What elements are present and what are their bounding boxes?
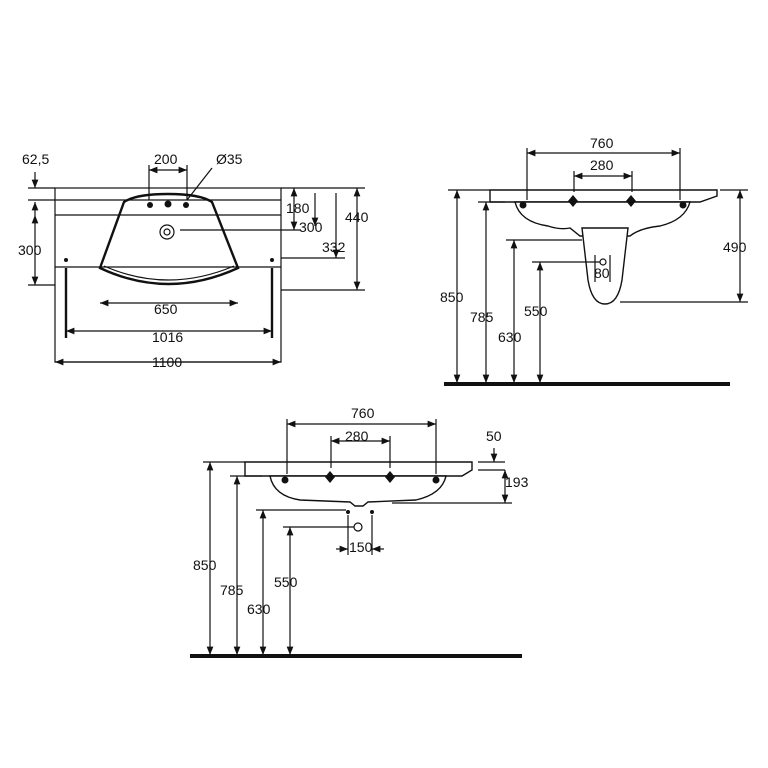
top-view-basin — [98, 192, 240, 286]
front-dim-150: 150 — [349, 539, 373, 555]
tap-hole-center — [164, 200, 172, 208]
front-basin — [269, 475, 447, 507]
top-dim-1016: 1016 — [152, 329, 183, 345]
top-dim-35: Ø35 — [216, 151, 243, 167]
top-dim-332: 332 — [322, 239, 346, 255]
side-dim-490: 490 — [723, 239, 747, 255]
side-dim-280: 280 — [590, 157, 614, 173]
top-dim-300-right: 300 — [299, 219, 323, 235]
front-dim-630: 630 — [247, 601, 271, 617]
top-dim-300-left: 300 — [18, 242, 42, 258]
top-dim-62-5: 62,5 — [22, 151, 49, 167]
top-dim-650: 650 — [154, 301, 178, 317]
drain-hole — [159, 224, 175, 240]
side-dim-80: 80 — [594, 265, 610, 281]
front-dim-280: 280 — [345, 428, 369, 444]
front-countertop — [244, 461, 473, 477]
front-dim-785: 785 — [220, 582, 244, 598]
front-dim-760: 760 — [351, 405, 375, 421]
top-dim-1100: 1100 — [152, 354, 182, 370]
tap-hole-right — [183, 202, 189, 208]
tap-hole-left — [147, 202, 153, 208]
top-dim-440: 440 — [345, 209, 369, 225]
side-dim-550: 550 — [524, 303, 548, 319]
side-dim-760: 760 — [590, 135, 614, 151]
top-dim-180: 180 — [286, 200, 310, 216]
front-dim-193: 193 — [505, 474, 529, 490]
top-dim-200: 200 — [154, 151, 178, 167]
front-dim-50: 50 — [486, 428, 502, 444]
front-view: 760 280 50 193 150 850 785 630 550 — [190, 405, 529, 658]
side-countertop — [489, 189, 718, 203]
side-dim-630: 630 — [498, 329, 522, 345]
front-dim-850: 850 — [193, 557, 217, 573]
side-dim-785: 785 — [470, 309, 494, 325]
side-view: 760 280 490 80 850 785 630 550 — [440, 135, 748, 386]
front-dim-550: 550 — [274, 574, 298, 590]
side-pedestal — [581, 227, 629, 305]
side-dim-850: 850 — [440, 289, 464, 305]
top-view: 200 Ø35 62,5 300 650 1016 1100 180 300 3… — [18, 151, 369, 370]
